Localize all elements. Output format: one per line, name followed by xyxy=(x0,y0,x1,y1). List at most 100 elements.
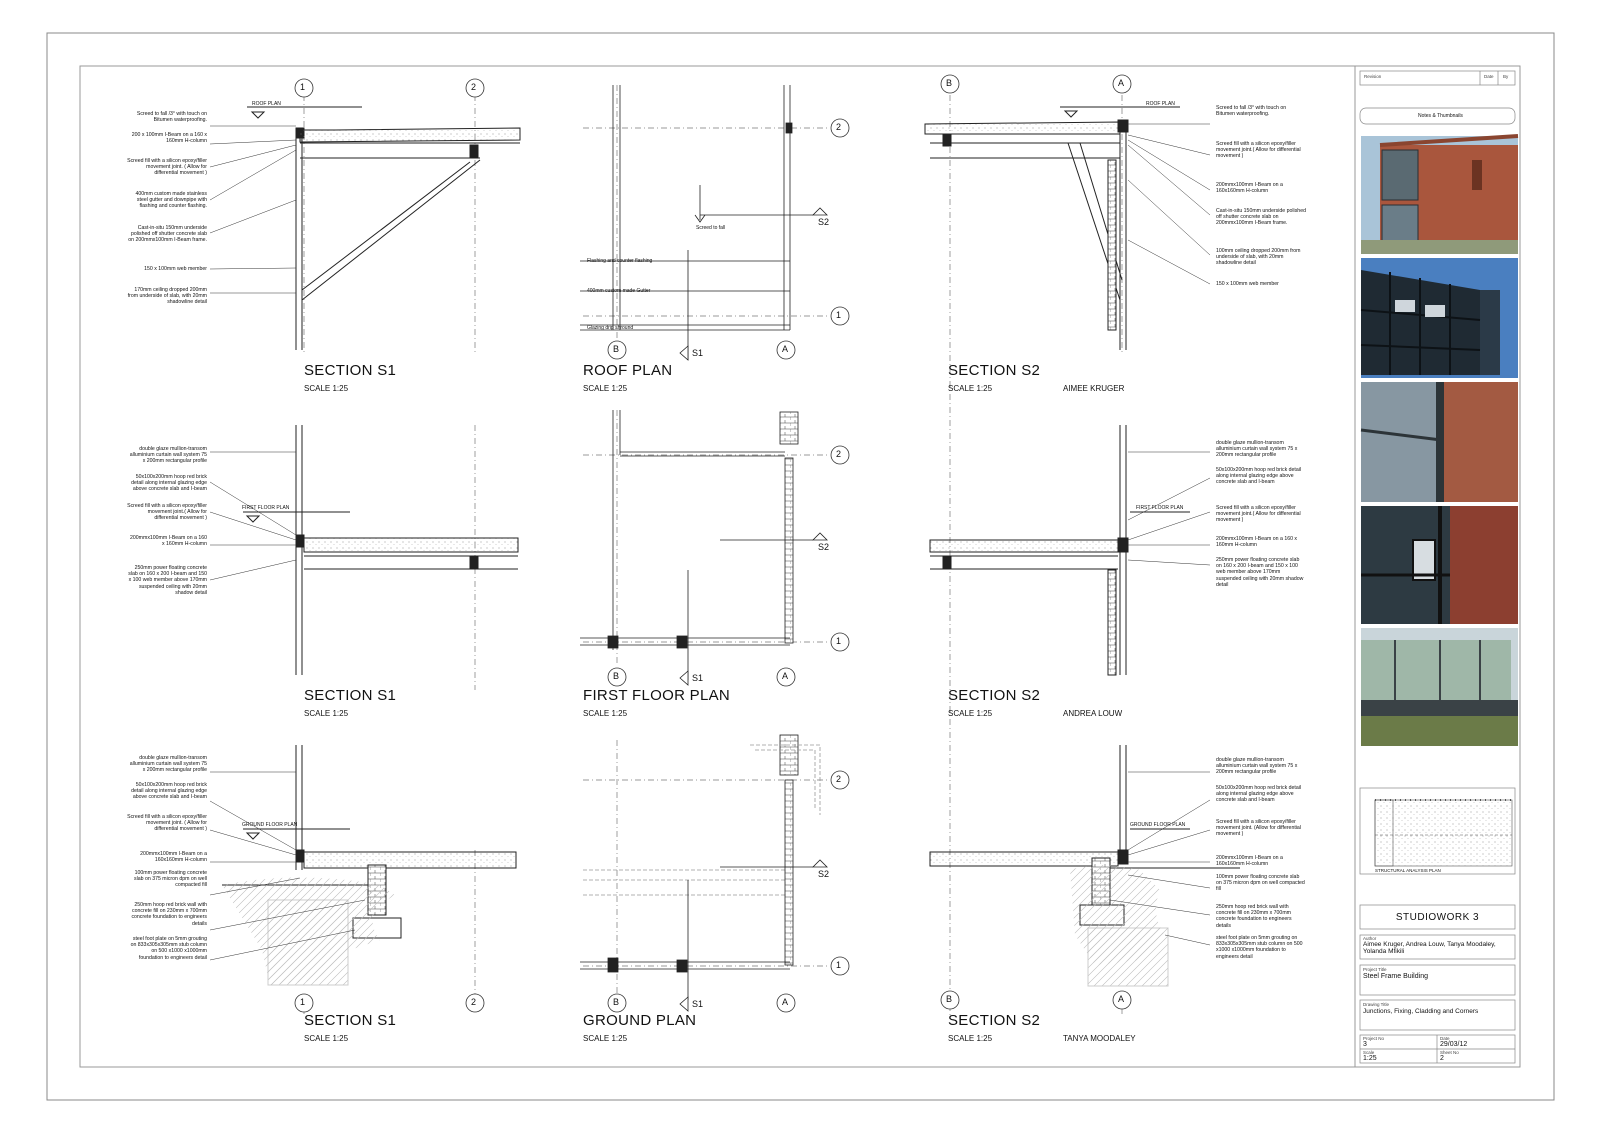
grid-label-b: B xyxy=(613,671,620,681)
project-no-label: Project No xyxy=(1363,1036,1385,1041)
note-flashing: Flashing and counter flashing xyxy=(587,258,653,264)
grid-label-1: 1 xyxy=(836,310,842,320)
level-label-roof: ROOF PLAN xyxy=(1146,101,1175,107)
section-mark-s1: S1 xyxy=(692,999,704,1009)
note-screed-to-fall: Screed to fall xyxy=(696,225,726,231)
note-power-floating-slab: 250mm power floating concrete slab on 16… xyxy=(1216,557,1304,588)
grid-label-2: 2 xyxy=(836,449,842,459)
drawing-author: ANDREA LOUW xyxy=(1063,709,1123,718)
drawing-title-value: Junctions, Fixing, Cladding and Corners xyxy=(1363,1008,1479,1015)
drawing-title-label: Drawing Title xyxy=(1363,1002,1390,1007)
drawing-title: SECTION S1 xyxy=(304,1012,397,1029)
note-brick-wall: 250mm hoop red brick wall with concrete … xyxy=(1216,904,1292,929)
drawing-title: ROOF PLAN xyxy=(583,362,673,379)
photo-ground-floor-glazing xyxy=(1361,628,1518,746)
photo-brick-building xyxy=(1361,134,1519,254)
grid-label-a: A xyxy=(782,344,789,354)
note-foot-plate: steel foot plate on 5mm grouting on 833x… xyxy=(1216,935,1303,960)
note-screed-fill: Screed fill with a silicon epoxy/filler … xyxy=(1216,819,1301,838)
grid-label-1: 1 xyxy=(836,636,842,646)
grid-label-b: B xyxy=(613,344,620,354)
project-title-label: Project Title xyxy=(1363,967,1387,972)
grid-label-1: 1 xyxy=(836,960,842,970)
grid-label-a: A xyxy=(1118,78,1125,88)
note-power-floating-slab: 100mm power floating concrete slab on 37… xyxy=(134,870,207,889)
drawing-author: AIMEE KRUGER xyxy=(1063,384,1125,393)
note-power-floating-slab: 100mm power floating concrete slab on 37… xyxy=(1216,874,1305,893)
scale-label: Scale xyxy=(1363,1050,1375,1055)
photo-glazing-brick-junction xyxy=(1360,382,1518,502)
level-label-ground-floor: GROUND FLOOR PLAN xyxy=(242,822,298,828)
notes-thumbnails-heading: Notes & Thumbnails xyxy=(1418,113,1463,119)
sheet-no-label: Sheet No xyxy=(1440,1050,1459,1055)
level-label-first-floor: FIRST FLOOR PLAN xyxy=(242,505,290,511)
drawing-scale: SCALE 1:25 xyxy=(583,709,628,718)
note-ibeam: 200mmx100mm I-Beam on a 160 x 160mm H-co… xyxy=(1216,536,1298,549)
note-ceiling: 100mm ceiling dropped 200mm from undersi… xyxy=(1216,248,1301,267)
section-mark-s2: S2 xyxy=(818,542,830,552)
drawing-scale: SCALE 1:25 xyxy=(304,1034,349,1043)
grid-label-b: B xyxy=(946,994,953,1004)
grid-label-a: A xyxy=(782,997,789,1007)
grid-label-b: B xyxy=(946,78,953,88)
drawing-title: SECTION S1 xyxy=(304,362,397,379)
note-cast-in-situ: Cast-in-situ 150mm underside polished of… xyxy=(1216,208,1306,227)
grid-label-2: 2 xyxy=(471,997,477,1007)
grid-label-1: 1 xyxy=(300,82,306,92)
grid-label-a: A xyxy=(782,671,789,681)
author-label: Author xyxy=(1363,936,1377,941)
drawing-title: FIRST FLOOR PLAN xyxy=(583,687,731,704)
note-gutter: 400mm custom made stainless steel gutter… xyxy=(135,191,207,210)
note-ibeam: 200mmx100mm I-Beam on a 160x160mm H-colu… xyxy=(1216,182,1283,195)
note-curtain-wall: double glaze mullion-transom alluminium … xyxy=(129,755,207,774)
photo-glass-curtain-wall xyxy=(1360,258,1518,378)
note-web-member: 150 x 100mm web member xyxy=(1216,281,1279,287)
note-ibeam: 200mmx100mm I-Beam on a 160x160mm H-colu… xyxy=(140,851,207,864)
drawing-author: TANYA MOODALEY xyxy=(1063,1034,1136,1043)
section-mark-s1: S1 xyxy=(692,348,704,358)
date-field-label: Date xyxy=(1440,1036,1450,1041)
date-label: Date xyxy=(1484,74,1494,79)
grid-label-2: 2 xyxy=(836,774,842,784)
note-hoop-brick: 50x100x200mm hoop red brick detail along… xyxy=(131,782,207,801)
note-hoop-brick: 50x100x200mm hoop red brick detail along… xyxy=(131,474,207,493)
date-value: 29/03/12 xyxy=(1440,1041,1468,1048)
drawing-scale: SCALE 1:25 xyxy=(304,709,349,718)
drawing-title: GROUND PLAN xyxy=(583,1012,697,1029)
level-label-first-floor: FIRST FLOOR PLAN xyxy=(1136,505,1184,511)
note-hoop-brick: 50x100x200mm hoop red brick detail along… xyxy=(1216,467,1302,486)
grid-label-b: B xyxy=(613,997,620,1007)
section-mark-s2: S2 xyxy=(818,217,830,227)
studio-title: STUDIOWORK 3 xyxy=(1395,912,1480,923)
drawing-scale: SCALE 1:25 xyxy=(304,384,349,393)
note-foot-plate: steel foot plate on 5mm grouting on 833x… xyxy=(130,936,207,961)
structural-plan-label: STRUCTURAL ANALYSIS PLAN xyxy=(1375,868,1441,873)
note-glazing-drip: Glazing drip shround xyxy=(587,325,634,331)
grid-label-a: A xyxy=(1118,994,1125,1004)
sheet-no-value: 2 xyxy=(1440,1055,1444,1062)
grid-label-2: 2 xyxy=(471,82,477,92)
section-mark-s2: S2 xyxy=(818,869,830,879)
photo-window-brick xyxy=(1361,506,1518,624)
note-ibeam: 200 x 100mm I-Beam on a 160 x 160mm H-co… xyxy=(131,132,207,145)
note-screed-fill: Screed fill with a silicon epoxy/filler … xyxy=(127,158,207,177)
level-label-ground-floor: GROUND FLOOR PLAN xyxy=(1130,822,1186,828)
grid-label-2: 2 xyxy=(836,122,842,132)
note-screed-fill: Screed fill with a silicon epoxy/filler … xyxy=(127,814,207,833)
note-ceiling: 170mm ceiling dropped 200mm from undersi… xyxy=(127,287,207,306)
drawing-title: SECTION S2 xyxy=(948,362,1041,379)
scale-value: 1:25 xyxy=(1363,1055,1377,1062)
drawing-title: SECTION S2 xyxy=(948,687,1041,704)
note-ibeam: 200mmx100mm I-Beam on a 160x160mm H-colu… xyxy=(1216,855,1283,868)
drawing-title: SECTION S1 xyxy=(304,687,397,704)
note-screed-fill: Screed fill with a silicon epoxy/filler … xyxy=(127,503,207,522)
project-no-value: 3 xyxy=(1363,1041,1367,1048)
author-value: Aimee Kruger, Andrea Louw, Tanya Moodale… xyxy=(1363,941,1496,955)
level-label-roof: ROOF PLAN xyxy=(252,101,281,107)
project-title-value: Steel Frame Building xyxy=(1363,973,1428,980)
drawing-scale: SCALE 1:25 xyxy=(583,384,628,393)
drawing-scale: SCALE 1:25 xyxy=(948,1034,993,1043)
note-screed-fall: Screed to fall /3° with touch on Bitumen… xyxy=(136,111,207,124)
